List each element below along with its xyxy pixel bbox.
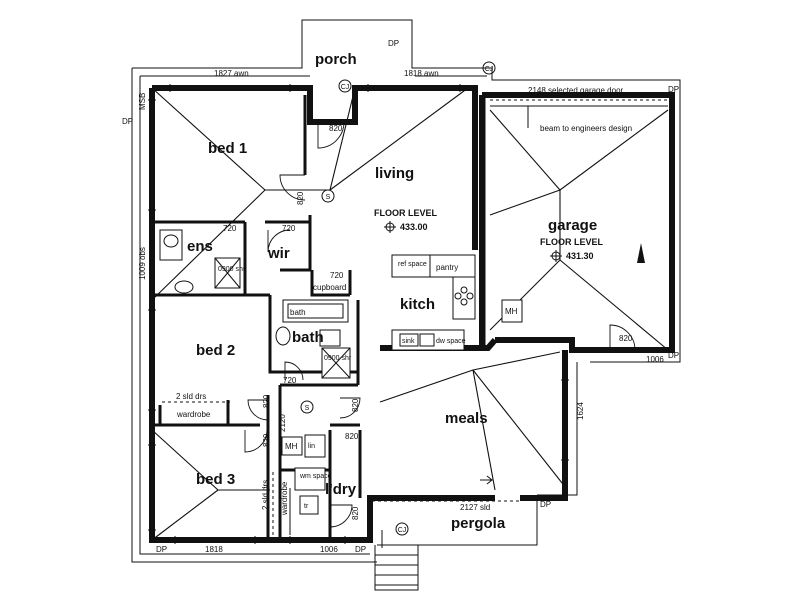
hall-mh-label: MH [285, 442, 298, 451]
external-walls [149, 85, 675, 543]
msb-label: MSB [138, 93, 147, 110]
cj-marker-top: CJ [341, 84, 350, 91]
dp-pergola: DP [540, 500, 551, 509]
room-living: living [375, 165, 414, 182]
room-bed2: bed 2 [196, 342, 235, 359]
room-bed1: bed 1 [208, 140, 247, 157]
cj-marker-bottom: CJ [398, 527, 407, 534]
dim-awn-right: 1818 awn [404, 69, 439, 78]
dimension-labels: 1827 awn 1818 awn 2148 selected garage d… [138, 69, 664, 554]
dim-garage-door: 2148 selected garage door [528, 86, 624, 95]
room-pergola: pergola [451, 515, 506, 532]
pantry-label: pantry [436, 263, 458, 272]
tr-label: tr [304, 503, 309, 510]
room-bed3: bed 3 [196, 471, 235, 488]
dim-1006-garage: 1006 [646, 355, 664, 364]
dim-awn-left: 1827 awn [214, 69, 249, 78]
dim-720-ens: 720 [223, 224, 237, 233]
dim-720-wir: 720 [282, 224, 296, 233]
dim-1009-left: 1009 obs [138, 247, 147, 280]
room-ldry: l'dry [325, 481, 357, 498]
smoke-detector-hall: S [305, 405, 310, 412]
floor-level-garage-label: FLOOR LEVEL [540, 237, 604, 247]
dim-2127-sld: 2127 sld [460, 503, 490, 512]
dp-left-top: DP [122, 117, 133, 126]
wardrobes [162, 401, 274, 538]
dp-bottom-mid: DP [355, 545, 366, 554]
dw-space-label: dw space [436, 338, 466, 345]
fixture-labels: 0900 shr 0900 shr ref space pantry sink … [218, 261, 518, 510]
north-arrow-icon [637, 243, 645, 263]
dp-garage-top: DP [668, 85, 679, 94]
dim-beam: beam to engineers design [540, 124, 632, 133]
door-swings [244, 121, 636, 528]
dim-720-cupboard: 720 [330, 271, 344, 280]
dp-bottom-left: DP [156, 545, 167, 554]
dim-820-hall: 820 [262, 394, 271, 408]
sink-label: sink [402, 338, 415, 345]
garage-mh-label: MH [505, 307, 518, 316]
dim-820-ldry-top: 820 [345, 432, 359, 441]
dim-2120: 2120 [278, 414, 287, 432]
cj-marker-right: CJ [485, 66, 494, 73]
downpipe-labels: DP DP DP DP DP DP DP [122, 39, 679, 554]
dim-1006-bottom: 1006 [320, 545, 338, 554]
dim-820-ldry: 820 [351, 506, 360, 520]
dim-820-porch: 820 [329, 124, 343, 133]
windows [148, 84, 569, 544]
kitchen-fixtures [391, 254, 523, 351]
smoke-detector-living: S [326, 194, 331, 201]
bed3-wardrobe: wardrobe [280, 481, 289, 516]
ens-shower-label: 0900 shr [218, 266, 246, 273]
wet-area-fixtures [159, 229, 351, 535]
room-ens: ens [187, 238, 213, 255]
dim-820-living: 820 [296, 191, 305, 205]
floor-level-main-label: FLOOR LEVEL [374, 208, 438, 218]
room-garage: garage [548, 217, 597, 234]
dim-720-bath: 720 [283, 376, 297, 385]
datum-marks [384, 221, 645, 263]
room-bath: bath [292, 329, 324, 346]
floor-level-labels: FLOOR LEVEL 433.00 FLOOR LEVEL 431.30 [374, 208, 604, 261]
bath-tub-label: bath [290, 308, 306, 317]
dp-garage-bottom: DP [668, 351, 679, 360]
room-porch: porch [315, 51, 357, 68]
eave-lines [131, 19, 681, 563]
floor-level-garage-value: 431.30 [566, 251, 594, 261]
dim-1818-bottom: 1818 [205, 545, 223, 554]
room-kitch: kitch [400, 296, 435, 313]
roof-hip-lines [151, 87, 669, 541]
room-labels: porch bed 1 living ens wir garage kitch … [187, 51, 597, 532]
garage-lines [372, 95, 668, 502]
bed2-wardrobe: wardrobe [176, 410, 211, 419]
steps [374, 530, 419, 591]
ref-space-label: ref space [398, 261, 427, 268]
room-meals: meals [445, 410, 488, 427]
dim-820-meals: 820 [351, 398, 360, 412]
dp-porch: DP [388, 39, 399, 48]
dim-820-bed3: 820 [262, 433, 271, 447]
linen-label: lin [308, 443, 315, 450]
dim-1624: 1624 [576, 402, 585, 420]
dim-820-garage: 820 [619, 334, 633, 343]
bath-shower-label: 0900 shr [324, 355, 352, 362]
bed3-sliding-doors: 2 sld drs [261, 480, 270, 510]
bed2-sliding-doors: 2 sld drs [176, 392, 206, 401]
wm-space-label: wm space [299, 473, 332, 480]
floor-level-main-value: 433.00 [400, 222, 428, 232]
markers: CJ CJ CJ S S [300, 61, 496, 536]
room-wir: wir [267, 245, 290, 262]
cupboard-label: cupboard [313, 283, 346, 292]
